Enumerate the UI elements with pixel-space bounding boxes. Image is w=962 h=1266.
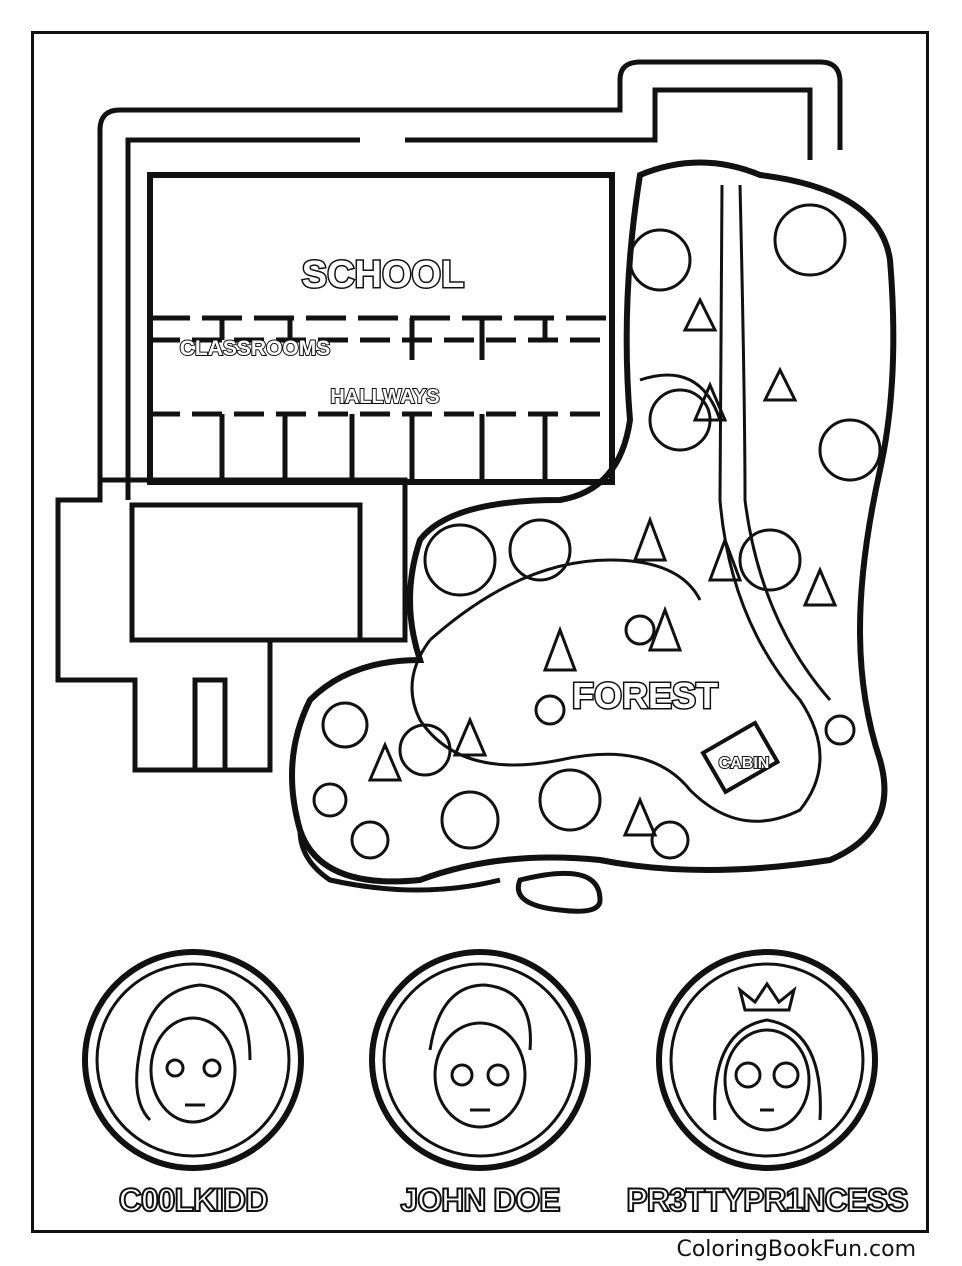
watermark: ColoringBookFun.com — [670, 1237, 922, 1263]
inner-corridor — [125, 87, 813, 500]
trail — [410, 184, 822, 823]
outer-corridor — [97, 59, 843, 500]
forest-label: FOREST — [572, 675, 718, 716]
portrait-frames — [82, 949, 878, 1171]
character-name: JOHN DOE — [399, 1181, 561, 1219]
cabin-label: CABIN — [719, 755, 770, 772]
page-border — [31, 31, 929, 1233]
faces — [135, 981, 822, 1132]
character-name: C00LKIDD — [118, 1181, 269, 1219]
hallways-label: HALLWAYS — [330, 386, 439, 408]
classrooms-label: CLASSROOMS — [180, 337, 331, 360]
school-label: SCHOOL — [302, 254, 465, 296]
forest-island — [289, 159, 897, 885]
classroom-walls — [219, 318, 548, 482]
annex — [55, 477, 408, 773]
pond — [516, 870, 603, 914]
trees — [312, 203, 882, 860]
character-name: PR3TTYPR1NCESS — [625, 1181, 909, 1219]
cabin — [700, 720, 781, 795]
